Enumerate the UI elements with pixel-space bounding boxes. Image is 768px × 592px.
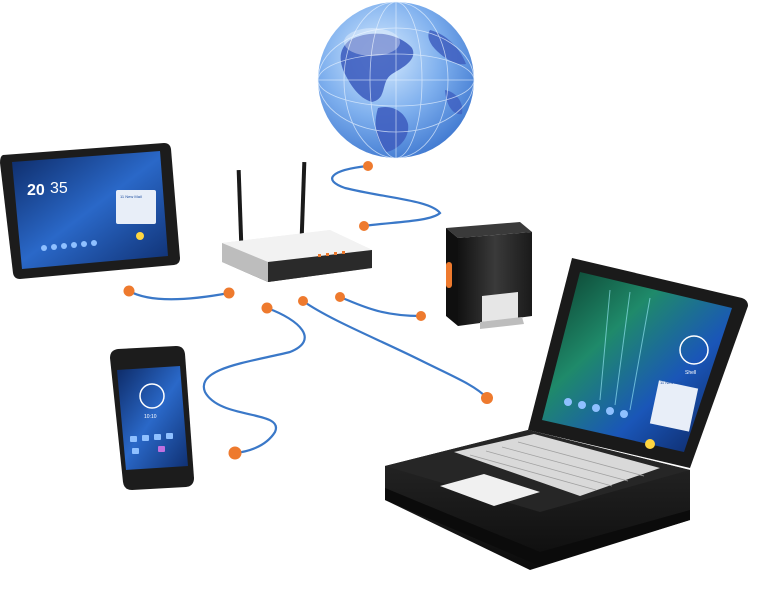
network-cables <box>127 164 489 455</box>
router-icon <box>222 161 372 282</box>
connector-dot <box>298 296 308 306</box>
laptop-clock-label: Shell <box>685 370 696 376</box>
tablet-mail-label: 11 New Mail <box>120 194 142 199</box>
connector-dot <box>359 221 369 231</box>
laptop-icon: Shell 11 New Mail <box>385 258 748 570</box>
connector-dot <box>261 302 273 314</box>
cable-laptop-router <box>301 299 489 400</box>
cable-server-router <box>338 295 423 318</box>
connector-dot <box>416 311 426 321</box>
cable-globe-router <box>331 164 442 228</box>
connector-dot <box>223 287 235 299</box>
cable-phone-router <box>202 306 306 455</box>
connector-dot <box>363 161 373 171</box>
tablet-time-hours: 20 <box>27 182 45 199</box>
server-icon <box>446 222 532 329</box>
globe-icon <box>317 1 475 159</box>
tablet-icon: 20 35 11 New Mail <box>0 143 180 279</box>
phone-clock-label: 10:10 <box>144 414 157 420</box>
connector-dot <box>228 446 242 460</box>
laptop-mail-label: 11 New Mail <box>660 380 682 385</box>
tablet-time-minutes: 35 <box>50 180 68 197</box>
connector-dot <box>335 292 345 302</box>
cable-connectors <box>123 161 493 460</box>
connector-dot <box>481 392 493 404</box>
cable-tablet-router <box>127 289 231 301</box>
connector-dot <box>123 285 135 297</box>
phone-icon: 10:10 <box>110 346 194 490</box>
